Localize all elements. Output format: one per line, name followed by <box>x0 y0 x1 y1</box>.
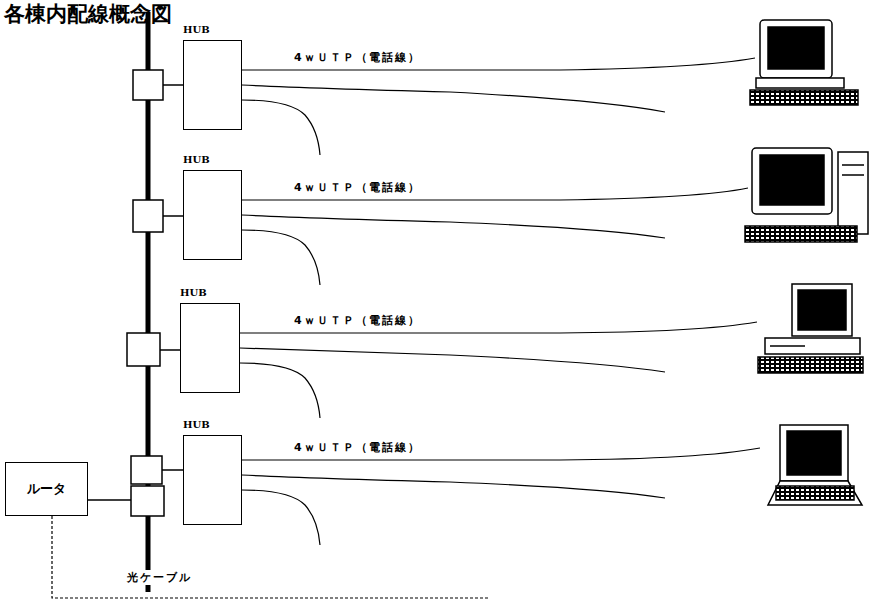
cable-label: 4ｗＵＴＰ（電話線） <box>292 50 423 65</box>
hub-outline <box>183 40 242 130</box>
hub-box: HUB <box>183 419 242 525</box>
hub-box: HUB <box>183 24 242 130</box>
cable-label: 4ｗＵＴＰ（電話線） <box>292 440 423 455</box>
hub-outline <box>183 435 242 525</box>
router-box: ルータ <box>5 462 88 516</box>
hub-outline <box>180 303 240 393</box>
router-label: ルータ <box>27 480 66 498</box>
hub-label: HUB <box>183 154 210 165</box>
cable-label: 4ｗＵＴＰ（電話線） <box>292 180 423 195</box>
hub-label: HUB <box>180 287 207 298</box>
hub-label: HUB <box>183 24 210 35</box>
diagram-title: 各棟内配線概念図 <box>4 0 172 28</box>
hub-label: HUB <box>183 419 210 430</box>
hub-box: HUB <box>180 287 240 393</box>
optical-cable-label: 光ケーブル <box>125 570 194 585</box>
cable-label: 4ｗＵＴＰ（電話線） <box>292 313 423 328</box>
hub-outline <box>183 170 242 260</box>
hub-box: HUB <box>183 154 242 260</box>
